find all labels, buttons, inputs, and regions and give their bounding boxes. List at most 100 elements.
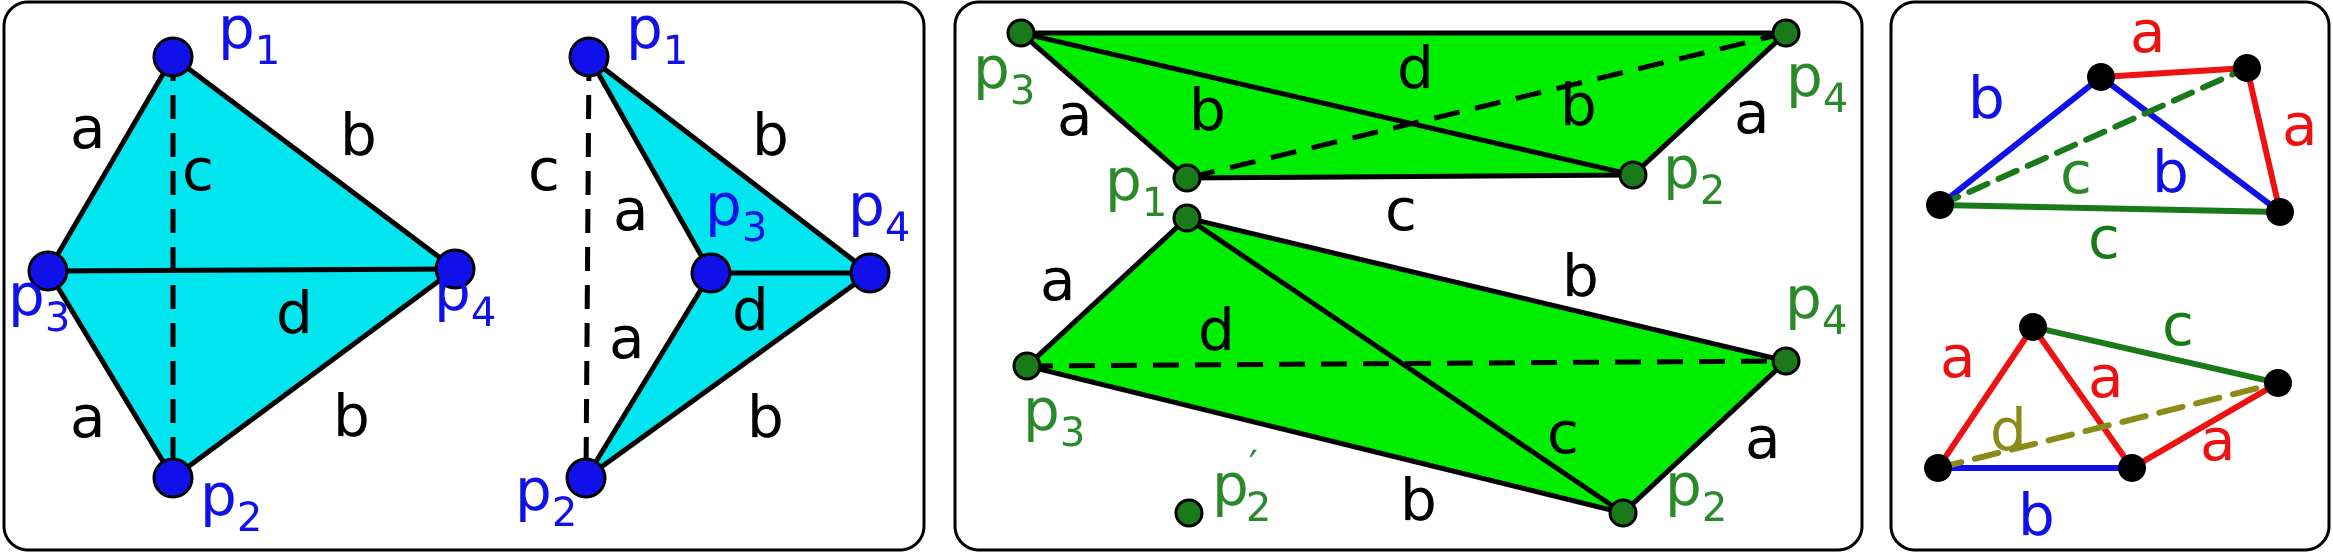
label-edge-d: d <box>1397 34 1434 102</box>
vertex-p1 <box>1172 163 1202 193</box>
label-edge-b-top: b <box>340 101 377 169</box>
label-edge-a-bottom: a <box>70 383 106 451</box>
vertex-p2-prime <box>1174 498 1204 528</box>
label-edge-c: c <box>1547 399 1579 467</box>
edge-d <box>47 266 456 274</box>
edge-b-bottom <box>171 266 457 481</box>
label-edge-d: d <box>732 276 769 344</box>
label-edge-c-bottom: c <box>2088 204 2120 272</box>
edge-a-top <box>586 55 714 275</box>
edge-a-top <box>45 55 176 273</box>
vertex-p2 <box>565 457 607 499</box>
label-p2: p2 <box>1663 134 1725 214</box>
edge-a-left <box>1935 324 2036 471</box>
panel-3-top-graph: a a b b c c <box>1926 0 2318 272</box>
edge-c-dashed <box>1937 65 2250 208</box>
vertex-p3 <box>27 250 69 292</box>
edge-d-dashed <box>1935 380 2281 471</box>
label-edge-b-bottom: b <box>1400 466 1437 534</box>
node-4 <box>2264 369 2292 397</box>
node-3 <box>1926 191 1954 219</box>
edge-c <box>1186 172 1634 181</box>
node-2 <box>1924 454 1952 482</box>
edge-b-top <box>587 55 872 275</box>
label-p3: p3 <box>1023 376 1085 456</box>
edge-a-left <box>1025 216 1189 368</box>
label-p2: p2 <box>200 461 262 541</box>
edge-b-top <box>171 55 457 271</box>
edge-a-right <box>1631 31 1788 177</box>
label-edge-a-right: a <box>2200 406 2236 474</box>
edge-b-right-dashed <box>1186 30 1787 181</box>
edge-b-top <box>1186 215 1787 364</box>
label-edge-c: c <box>182 136 214 204</box>
label-edge-d: d <box>1990 396 2027 464</box>
vertex-p4 <box>849 252 891 294</box>
edge-a-bottom <box>45 269 176 480</box>
panel-2-bottom-tetrahedron: p4 p3 p2 p′2 a a b b c d <box>1012 203 1847 534</box>
edge-a-right <box>2244 65 2283 215</box>
label-edge-b-top: b <box>1562 242 1599 310</box>
label-edge-a-right: a <box>1734 79 1770 147</box>
edge-a-bottom <box>583 271 714 480</box>
label-edge-c-dashed: c <box>2060 139 2092 207</box>
label-edge-b-right: b <box>1560 71 1597 139</box>
label-p4: p4 <box>1785 264 1847 344</box>
label-p1: p1 <box>626 0 688 74</box>
label-edge-d: d <box>276 279 313 347</box>
label-edge-a-left: a <box>1940 323 1976 391</box>
label-edge-a-inner: a <box>2088 343 2124 411</box>
edge-a-top <box>2098 65 2250 80</box>
node-4 <box>2266 198 2294 226</box>
label-p3: p3 <box>973 34 1035 114</box>
edge-a-right <box>2129 380 2281 471</box>
label-p3: p3 <box>705 171 767 251</box>
vertex-p3 <box>1012 351 1042 381</box>
label-p3: p3 <box>8 261 70 341</box>
label-edge-a-top: a <box>70 94 106 162</box>
label-p2: p2 <box>1665 451 1727 531</box>
panel-2-top-tetrahedron: p3 p4 p1 p2 a a b b c d <box>973 18 1848 244</box>
edge-c <box>1185 215 1625 516</box>
vertex-p1 <box>1172 203 1202 233</box>
edge-a-inner <box>2030 324 2135 471</box>
edge-b-bottom <box>584 270 872 481</box>
vertex-p3 <box>690 252 732 294</box>
label-edge-a-right: a <box>1745 404 1781 472</box>
node-1 <box>2087 63 2115 91</box>
label-edge-b-left: b <box>1968 64 2005 132</box>
label-edge-b-inner: b <box>2152 138 2189 206</box>
label-edge-b-bottom: b <box>333 382 370 450</box>
vertex-p2 <box>152 457 194 499</box>
label-p4: p4 <box>434 256 496 336</box>
label-p4: p4 <box>848 171 910 251</box>
node-2 <box>2233 54 2261 82</box>
label-edge-b-bottom: b <box>747 383 784 451</box>
panel-1-right-tetrahedron: p1 p2 p3 p4 a a b b c d <box>515 0 910 536</box>
edge-c-dashed <box>583 56 592 479</box>
edge-c <box>2030 324 2281 386</box>
label-edge-a-left: a <box>1040 246 1076 314</box>
top-fill <box>1021 33 1786 178</box>
label-p1: p1 <box>1105 146 1167 226</box>
node-3 <box>2118 454 2146 482</box>
vertex-p1 <box>568 36 610 78</box>
vertex-p4 <box>1771 346 1801 376</box>
vertex-p3 <box>1006 18 1036 48</box>
edge-c-bottom <box>1937 202 2283 215</box>
edge-a-right <box>1621 359 1788 515</box>
vertex-p2 <box>1618 160 1648 190</box>
node-1 <box>2019 313 2047 341</box>
label-edge-d: d <box>1198 296 1235 364</box>
edge-b-inner <box>2098 74 2283 215</box>
label-edge-b-left: b <box>1189 76 1226 144</box>
panel-3-bottom-graph: a a a b c d <box>1924 291 2292 549</box>
vertex-p2 <box>1608 498 1638 528</box>
edge-a-left <box>1019 31 1189 180</box>
label-p2-prime: p′2 <box>1212 443 1271 531</box>
label-edge-c: c <box>528 136 560 204</box>
label-edge-a-bottom: a <box>609 304 645 372</box>
label-edge-b: b <box>2018 481 2055 549</box>
edge-b-left <box>1937 74 2104 208</box>
